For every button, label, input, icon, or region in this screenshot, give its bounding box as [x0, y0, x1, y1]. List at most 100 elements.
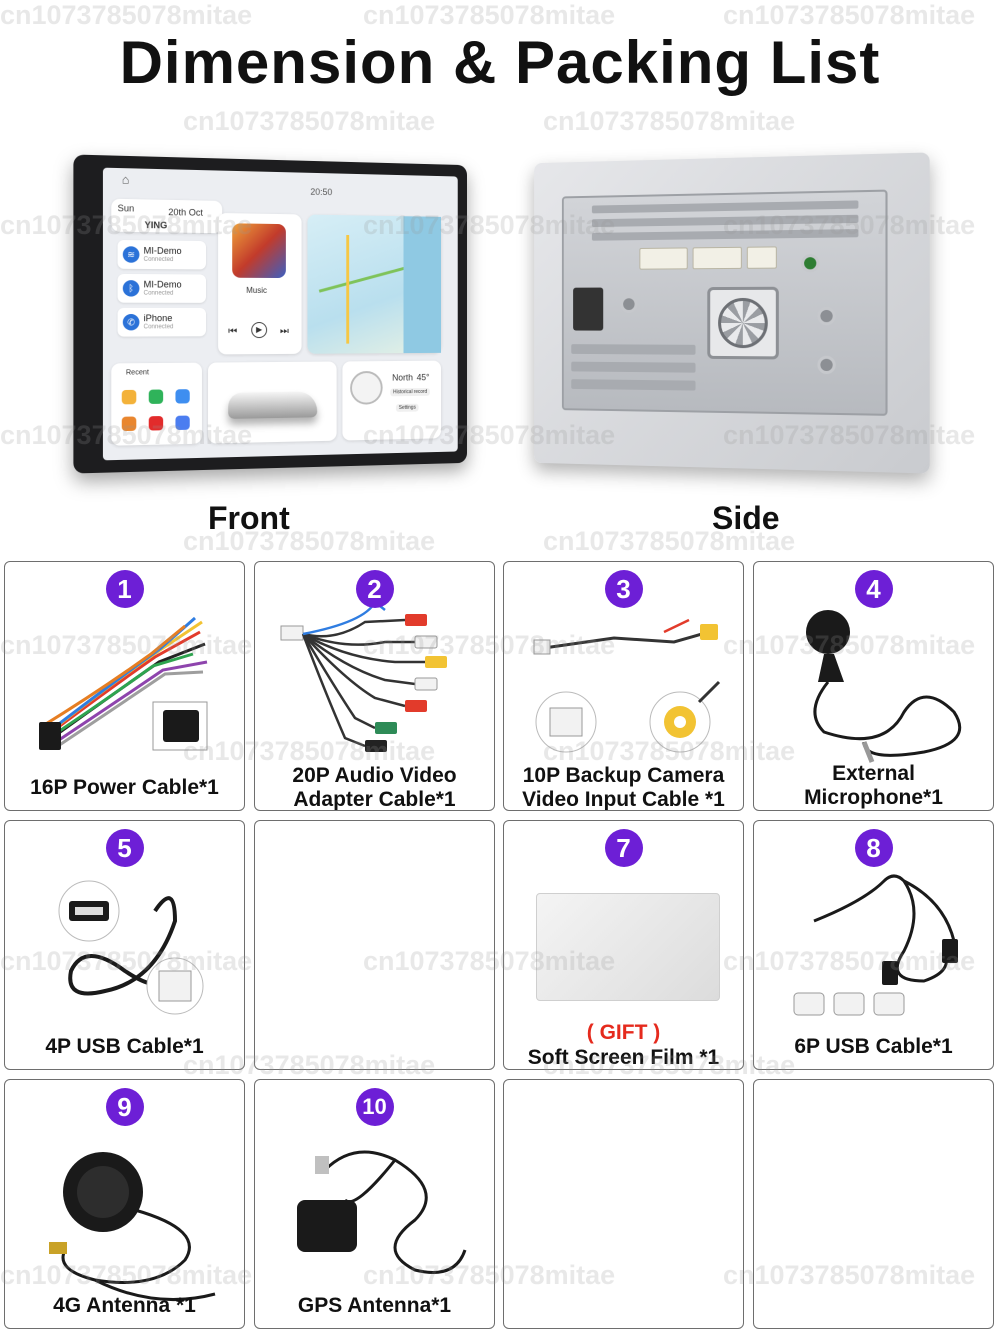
settings-button[interactable]: Settings: [395, 403, 419, 412]
connection-row[interactable]: ᛒ MI-Demo Connected: [117, 273, 206, 303]
item-number-badge: 3: [604, 570, 643, 608]
usb-cable-illustration: [58, 880, 204, 1015]
chassis: [561, 189, 888, 416]
home-icon: ⌂: [121, 172, 130, 187]
gps-plug: [315, 1156, 329, 1174]
map-road: [346, 234, 350, 344]
app-icon[interactable]: [121, 416, 137, 432]
power-connector: [39, 722, 61, 750]
watermark: cn1073785078mitae: [183, 106, 436, 136]
antenna-jack: [817, 355, 836, 375]
music-label: Music: [246, 285, 267, 295]
usb-plug: [942, 939, 958, 963]
item-number-badge: 8: [854, 829, 893, 867]
item-number-badge: 5: [105, 829, 144, 867]
map-widget[interactable]: [307, 214, 442, 354]
item-number-badge: 2: [355, 570, 394, 608]
album-art: [232, 223, 286, 279]
cooling-fin: [591, 229, 859, 241]
watermark: cn1073785078mitae: [543, 106, 796, 136]
microphone-illustration: [806, 610, 962, 763]
item-number-badge: 10: [355, 1088, 394, 1126]
prev-track-icon[interactable]: ⏮: [228, 326, 238, 338]
head-unit-front-image: ⌂ 20:50 Sun 20th Oct YING ≋ MI-Demo Conn…: [73, 154, 478, 474]
item-number-badge: 9: [105, 1088, 144, 1126]
watermark: cn1073785078mitae: [363, 0, 616, 30]
connector-preview: [873, 992, 905, 1016]
car-widget: [208, 361, 337, 444]
back-frame: [534, 152, 930, 474]
item-caption: 20P Audio Video: [292, 764, 457, 787]
app-icon[interactable]: [148, 389, 164, 404]
front-label: Front: [208, 500, 290, 536]
head-unit-bezel: ⌂ 20:50 Sun 20th Oct YING ≋ MI-Demo Conn…: [73, 154, 467, 474]
app-icon[interactable]: [148, 416, 164, 431]
phone-link-icon: ✆: [122, 314, 140, 331]
connection-name: MI-Demo: [143, 279, 182, 290]
usb-port: [573, 287, 604, 331]
connection-name: MI-Demo: [143, 245, 182, 257]
gift-label: ( GIFT ): [586, 1021, 661, 1044]
item-cell-20p-audio-video-cable: 2 20P Audio Video Adapter Cable*1: [254, 561, 495, 811]
fan-blades: [718, 297, 768, 349]
brand-logo: YING: [144, 219, 168, 231]
item-caption: External: [832, 762, 915, 785]
item-number-badge: 1: [105, 570, 144, 608]
item-caption: Adapter Cable*1: [293, 788, 456, 811]
cooling-fin: [571, 344, 696, 355]
item-cell-gps-antenna: 10 GPS Antenna*1: [254, 1079, 495, 1329]
historical-record-button[interactable]: Historical record: [390, 387, 430, 397]
cooling-fin: [591, 214, 859, 228]
item-cell-4g-antenna: 9 4G Antenna *1: [4, 1079, 245, 1329]
page-title: Dimension & Packing List: [119, 29, 881, 96]
usb-plug: [882, 961, 898, 985]
connector-preview: [793, 992, 825, 1016]
mic-foam: [806, 610, 850, 654]
camera-connector: [533, 639, 551, 655]
head-unit-screen: ⌂ 20:50 Sun 20th Oct YING ≋ MI-Demo Conn…: [102, 167, 458, 461]
cooling-fan: [707, 286, 779, 360]
play-icon[interactable]: ▶: [251, 322, 268, 339]
item-caption: Soft Screen Film *1: [527, 1046, 720, 1069]
watermark: cn1073785078mitae: [723, 0, 976, 30]
recent-label: Recent: [125, 369, 149, 377]
map-water: [403, 216, 442, 354]
app-icon[interactable]: [175, 415, 190, 431]
time-label: 20:50: [310, 186, 333, 198]
item-caption: Video Input Cable *1: [522, 788, 725, 811]
item-cell-10p-backup-camera-cable: 3 10P Backup Camera Video Input Cable *1: [503, 561, 744, 811]
item-number-badge: 4: [854, 570, 893, 608]
item-number-badge: 7: [604, 829, 643, 867]
item-caption: 4G Antenna *1: [53, 1294, 196, 1317]
connection-row[interactable]: ≋ MI-Demo Connected: [117, 239, 206, 270]
screen-film-image: [536, 893, 720, 1001]
cooling-fin: [571, 361, 696, 373]
item-caption: 10P Backup Camera: [522, 764, 725, 787]
connection-row[interactable]: ✆ iPhone Connected: [117, 307, 206, 337]
antenna-jack: [801, 254, 820, 273]
compass-label: North: [392, 372, 413, 383]
antenna-plug: [49, 1242, 67, 1254]
music-widget[interactable]: Music ⏮ ▶ ⏭: [218, 212, 302, 355]
app-icon[interactable]: [175, 389, 190, 404]
connector-inset: [163, 710, 199, 742]
connector-preview: [833, 992, 865, 1016]
connection-status: Connected: [143, 256, 174, 264]
4g-antenna-illustration: [49, 1152, 216, 1302]
compass-widget: North 45° Historical record Settings: [342, 360, 442, 441]
item-caption: 6P USB Cable*1: [794, 1035, 953, 1058]
compass-icon: [350, 370, 383, 405]
av-connector: [280, 625, 304, 641]
app-icon[interactable]: [121, 389, 137, 405]
date-label: 20th Oct: [168, 206, 203, 218]
wifi-icon: ≋: [122, 246, 140, 263]
next-track-icon[interactable]: ⏭: [279, 325, 289, 337]
rca-video-plug: [700, 624, 718, 640]
antenna-jack: [620, 295, 638, 313]
harness-connector: [692, 246, 742, 270]
day-label: Sun: [117, 202, 135, 214]
head-unit-side-image: [525, 152, 930, 474]
item-cell-soft-screen-film: 7 ( GIFT ) Soft Screen Film *1: [503, 820, 744, 1070]
connection-name: iPhone: [143, 312, 173, 324]
item-caption: GPS Antenna*1: [297, 1294, 452, 1317]
